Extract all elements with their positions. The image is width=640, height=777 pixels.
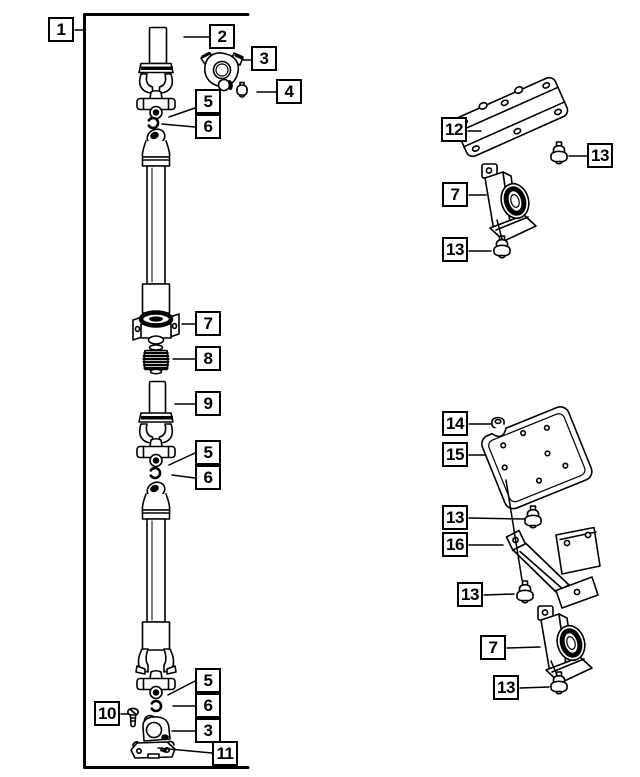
part-front-slip-yoke-shaft	[138, 26, 174, 94]
part-end-yoke-top	[200, 52, 244, 92]
callout-2[interactable]: 2	[209, 24, 235, 49]
part-center-bearing-bracket-upper	[482, 164, 536, 241]
part-u-joint-cross-top	[136, 89, 176, 120]
callout-6-mid[interactable]: 6	[195, 465, 221, 490]
part-u-joint-cross-mid	[136, 437, 176, 468]
callout-5-top[interactable]: 5	[195, 89, 221, 114]
part-mounting-plate-bracket-12	[453, 76, 569, 158]
callout-8[interactable]: 8	[195, 346, 221, 371]
callout-10[interactable]: 10	[94, 701, 120, 726]
part-shaft-tube-front	[141, 125, 171, 314]
callout-5-bottom[interactable]: 5	[195, 668, 221, 693]
part-snap-ring-bottom	[150, 699, 163, 713]
callout-6-top[interactable]: 6	[195, 114, 221, 139]
part-flanged-bolt-13a	[550, 141, 568, 165]
callout-16[interactable]: 16	[442, 532, 468, 557]
callout-6-bottom[interactable]: 6	[195, 693, 221, 718]
callout-9[interactable]: 9	[195, 391, 221, 416]
part-companion-flange	[130, 740, 176, 759]
callout-13-d[interactable]: 13	[457, 582, 483, 607]
part-yoke-bolt-4	[236, 81, 248, 98]
part-spline-boot	[142, 344, 170, 375]
callout-4[interactable]: 4	[276, 79, 302, 104]
callout-1[interactable]: 1	[48, 17, 74, 42]
figure-frame	[83, 13, 250, 769]
part-support-bracket-16	[505, 526, 601, 609]
part-snap-ring-mid	[149, 466, 162, 480]
part-snap-ring-top	[147, 116, 160, 130]
callout-13-e[interactable]: 13	[493, 675, 519, 700]
callout-3-top[interactable]: 3	[251, 46, 277, 71]
callout-13-c[interactable]: 13	[442, 505, 468, 530]
part-flanged-bolt-13d	[516, 580, 534, 604]
callout-7-inline[interactable]: 7	[195, 311, 221, 336]
callout-13-a[interactable]: 13	[587, 143, 613, 168]
callout-15[interactable]: 15	[442, 442, 468, 467]
callout-3-bottom[interactable]: 3	[195, 718, 221, 743]
callout-13-b[interactable]: 13	[442, 237, 468, 262]
part-shaft-tube-rear	[135, 478, 177, 675]
callout-5-mid[interactable]: 5	[195, 440, 221, 465]
part-center-bearing-inline	[132, 310, 180, 345]
callout-14[interactable]: 14	[442, 411, 468, 436]
part-rear-stub-shaft	[138, 380, 174, 444]
callout-12[interactable]: 12	[441, 117, 467, 142]
callout-7-upper[interactable]: 7	[442, 182, 468, 207]
callout-7-lower[interactable]: 7	[480, 635, 506, 660]
part-center-bearing-bracket-lower	[538, 606, 592, 683]
leader-lines	[74, 29, 588, 754]
part-pinion-yoke-bottom	[142, 714, 171, 742]
callout-11[interactable]: 11	[212, 741, 238, 766]
part-small-bolt-10	[127, 707, 139, 728]
part-support-plate-15	[481, 406, 593, 510]
part-flanged-bolt-13c	[524, 505, 542, 529]
